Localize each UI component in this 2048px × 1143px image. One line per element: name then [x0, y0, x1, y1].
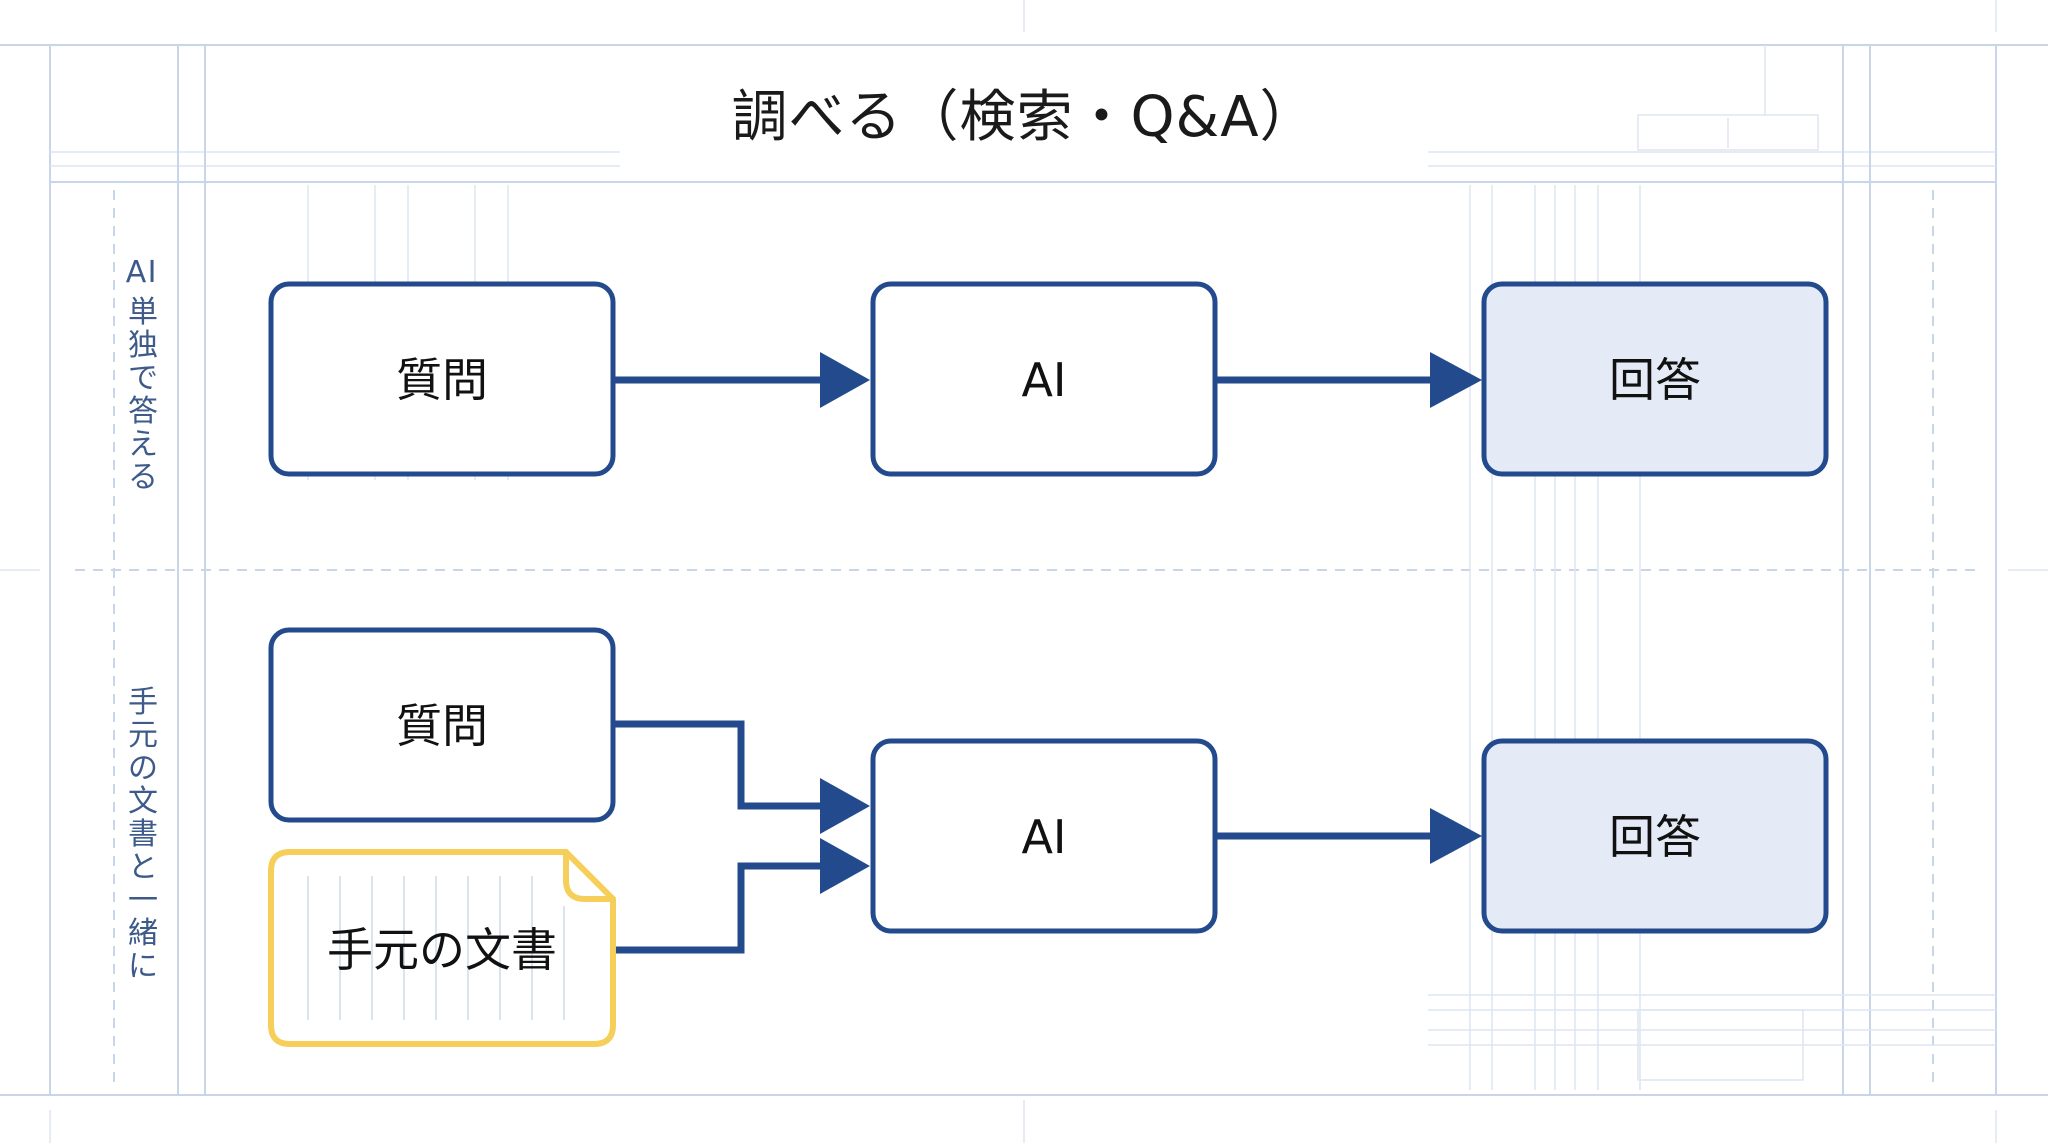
- lane-label-char: と: [128, 850, 158, 885]
- lane-label-char: 一: [128, 883, 158, 918]
- node-ai: AI: [870, 738, 1218, 934]
- arrow-question-to-ai: [613, 720, 870, 834]
- lane-label-ai-only: A I 単 独 で 答 え る: [126, 255, 158, 495]
- lane-label-char: 元: [128, 718, 158, 753]
- lane-label-char: 独: [128, 328, 158, 363]
- lane-label-char: る: [128, 460, 158, 495]
- node-document-label: 手元の文書: [327, 923, 557, 977]
- lane-label-char: 答: [128, 394, 158, 429]
- lane-ai-only: 質問 AI 回答: [268, 281, 1829, 477]
- arrow-ai-to-answer: [1215, 808, 1482, 864]
- arrow-document-to-ai: [613, 838, 870, 954]
- arrow-ai-to-answer: [1215, 352, 1482, 408]
- node-question-label: 質問: [396, 353, 488, 407]
- lane-label-char: 文: [128, 784, 158, 819]
- lane-label-char: A: [126, 255, 147, 290]
- node-question: 質問: [268, 627, 616, 823]
- node-answer-label: 回答: [1609, 353, 1701, 407]
- lane-label-char: I: [148, 255, 157, 290]
- lane-label-with-document: 手 元 の 文 書 と 一 緒 に: [128, 685, 158, 984]
- node-ai-label: AI: [1021, 810, 1066, 864]
- arrow-question-to-ai: [613, 352, 870, 408]
- node-question: 質問: [268, 281, 616, 477]
- lane-label-char: に: [128, 949, 158, 984]
- lane-label-char: の: [128, 751, 158, 786]
- node-ai-label: AI: [1021, 353, 1066, 407]
- lane-label-char: 手: [128, 685, 158, 720]
- page-title: 調べる（検索・Q&A）: [731, 85, 1316, 150]
- node-answer: 回答: [1481, 281, 1829, 477]
- lane-label-char: 書: [128, 817, 158, 852]
- lane-label-char: 緒: [128, 916, 158, 951]
- document-lines: [307, 876, 565, 1020]
- node-answer: 回答: [1481, 738, 1829, 934]
- lane-label-char: で: [128, 361, 158, 396]
- lane-with-document: 質問 手元の文書 AI 回答: [268, 627, 1829, 1047]
- node-ai: AI: [870, 281, 1218, 477]
- node-question-label: 質問: [396, 699, 488, 753]
- lane-label-char: 単: [128, 295, 158, 330]
- node-document: 手元の文書: [268, 849, 616, 1047]
- lane-label-char: え: [128, 427, 158, 462]
- node-answer-label: 回答: [1609, 810, 1701, 864]
